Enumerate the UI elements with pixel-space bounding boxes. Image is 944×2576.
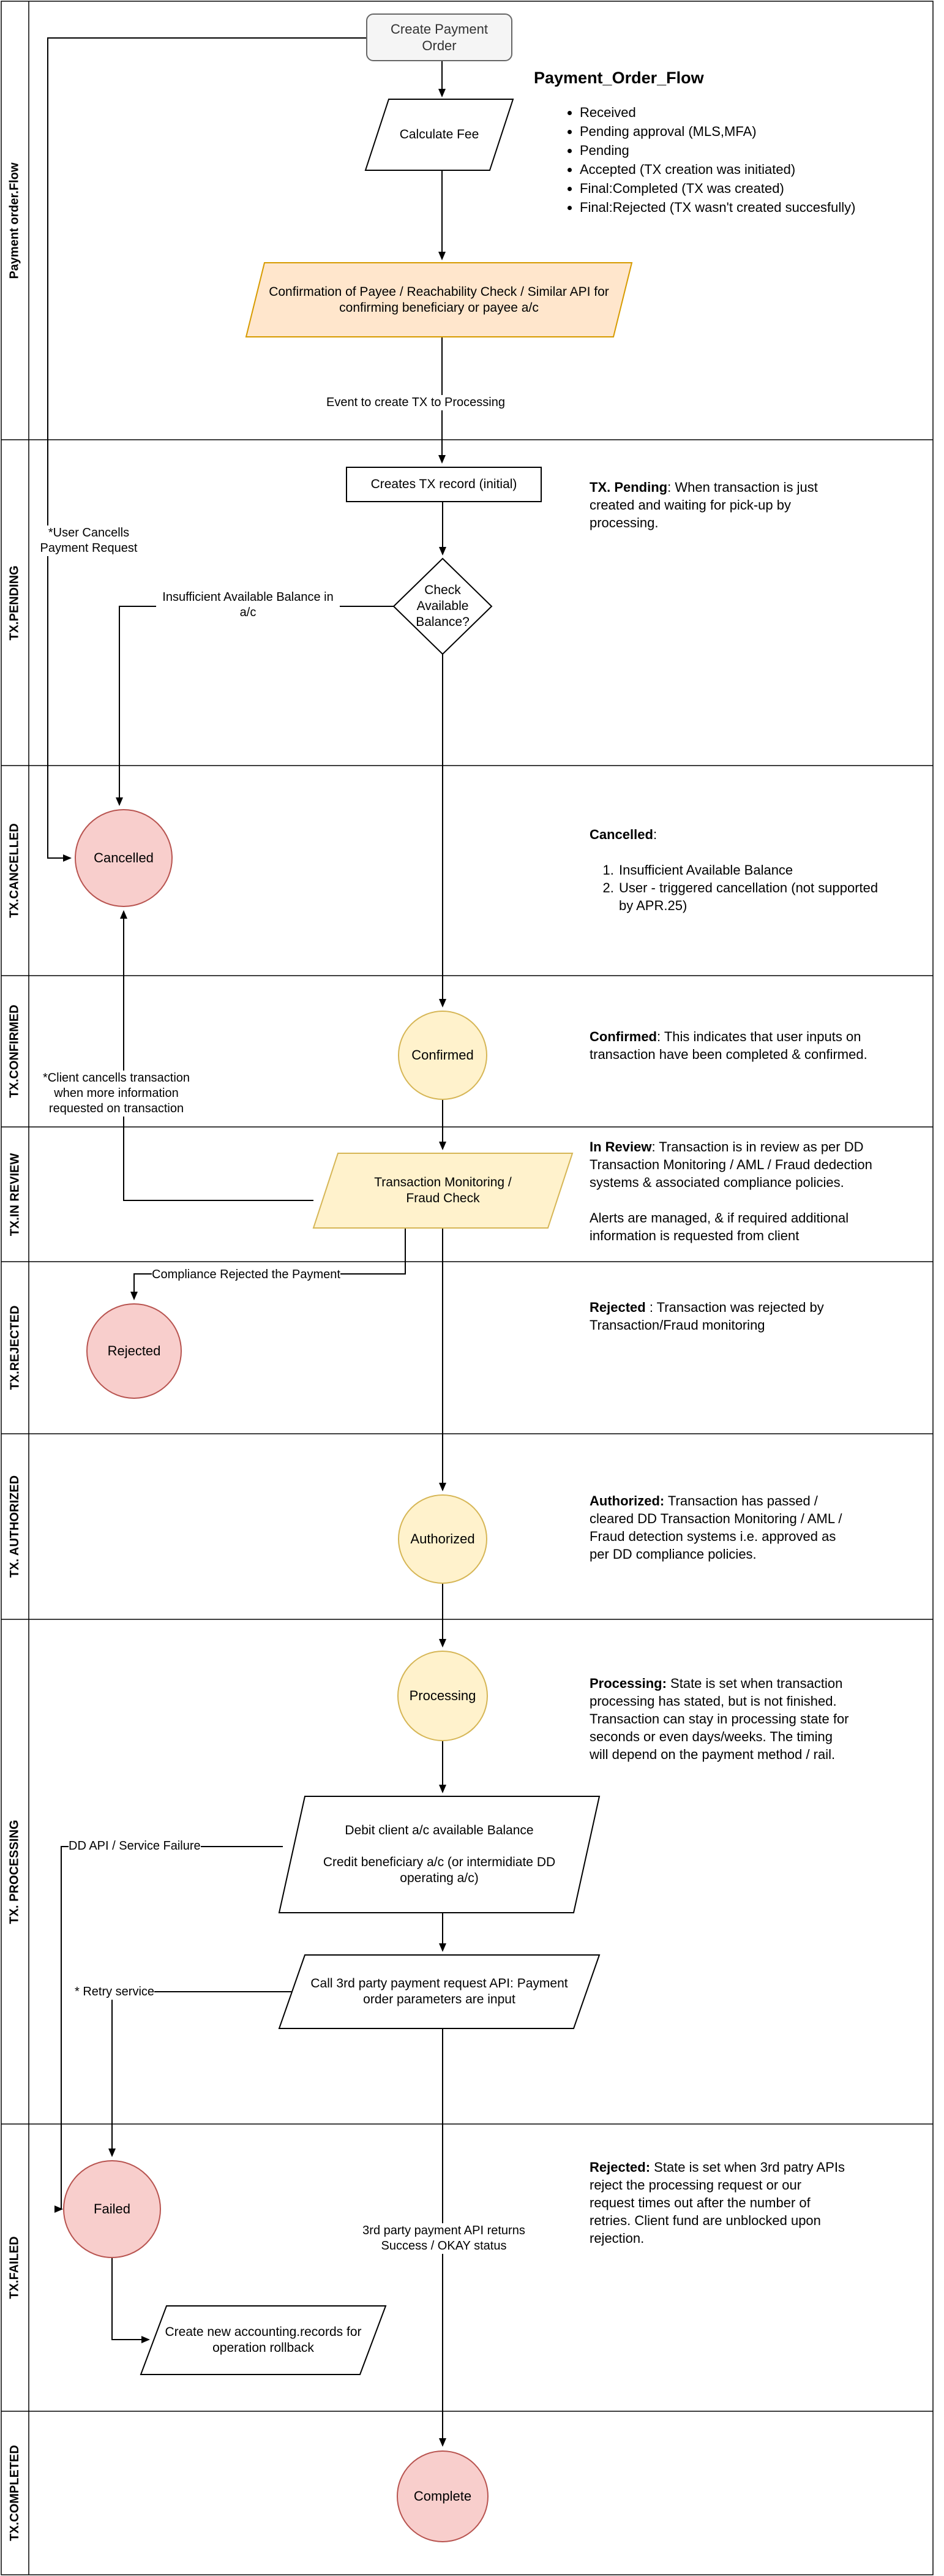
debit-credit-label: Debit client a/c available Balance Credi… [323,1823,556,1885]
cop-check-label: Confirmation of Payee / Reachability Che… [269,284,609,315]
flow-note-item: Final:Rejected (TX wasn't created succes… [580,198,944,217]
tx-monitoring-label: Transaction Monitoring / Fraud Check [374,1175,512,1205]
create-payment-order-node[interactable]: Create Payment Order [366,13,512,61]
flow-notes-list: Received Pending approval (MLS,MFA) Pend… [554,103,944,217]
edge-failed-to-rollback [111,2258,150,2343]
note-tx-pending: TX. Pending: When transaction is just cr… [590,480,818,530]
lane-tx-rejected[interactable]: TX.REJECTED [8,1305,21,1390]
edge-clientcancel-to-cancelled [120,910,313,1201]
note-rejected: Rejected : Transaction was rejected by T… [590,1300,824,1333]
rejected-state-node[interactable]: Rejected [86,1303,182,1399]
cop-check-shape[interactable] [245,262,633,337]
lane-tx-pending[interactable]: TX.PENDING [8,565,21,641]
lane-tx-in-review[interactable]: TX.IN REVIEW [8,1153,22,1236]
call-api-shape[interactable] [278,1954,601,2029]
authorized-state-node[interactable]: Authorized [398,1494,487,1584]
edge-label-client-cancels: *Client cancells transaction when more i… [34,1071,199,1117]
confirmed-state-node[interactable]: Confirmed [398,1011,487,1100]
tx-monitoring-shape[interactable] [312,1153,574,1229]
lane-tx-confirmed[interactable]: TX.CONFIRMED [8,1004,21,1098]
flow-note-item: Received [580,103,944,122]
note-cancelled: Cancelled: Insufficient Available Balanc… [590,826,878,914]
note-failed-rejected: Rejected: State is set when 3rd patry AP… [590,2160,845,2246]
lane-tx-processing[interactable]: TX. PROCESSING [8,1819,21,1924]
edge-usercancel-to-cancelled [47,37,366,862]
creates-tx-record-node[interactable]: Creates TX record (initial) [346,467,542,502]
note-in-review: In Review: Transaction is in review as p… [590,1139,872,1243]
debit-credit-shape[interactable] [278,1796,601,1913]
edge-compliance-to-rejected [130,1228,406,1300]
note-processing: Processing: State is set when transactio… [590,1676,849,1762]
edge-label-compliance-rejected: Compliance Rejected the Payment [152,1267,340,1282]
processing-state-node[interactable]: Processing [397,1651,488,1741]
lane-tx-completed[interactable]: TX.COMPLETED [8,2445,22,2541]
edge-label-insufficient-balance: Insufficient Available Balance in a/c [156,590,340,620]
flow-note-item: Accepted (TX creation was initiated) [580,160,944,179]
edge-label-api-returns: 3rd party payment API returns Success / … [349,2223,539,2254]
call-api-label: Call 3rd party payment request API: Paym… [310,1976,568,2006]
note-confirmed: Confirmed: This indicates that user inpu… [590,1029,867,1062]
lane-tx-cancelled[interactable]: TX.CANCELLED [8,823,22,918]
check-balance-diamond[interactable] [392,557,493,655]
lane-tx-authorized[interactable]: TX. AUTHORIZED [8,1475,21,1578]
flow-note-item: Pending [580,141,944,160]
flow-note-item: Pending approval (MLS,MFA) [580,122,944,141]
cancelled-state-node[interactable]: Cancelled [75,809,173,907]
cancelled-reason-item: Insufficient Available Balance [618,861,878,879]
edge-ddapi-to-failed [54,1846,283,2213]
edge-label-retry-service: * Retry service [75,1984,155,2000]
calculate-fee-label: Calculate Fee [399,127,479,141]
cancelled-reason-item: User - triggered cancellation (not suppo… [618,879,878,914]
flow-notes-title: Payment_Order_Flow [534,69,704,87]
lane-payment-order-flow[interactable]: Payment order.Flow [8,162,21,279]
calculate-fee-shape[interactable] [364,99,514,171]
edge-label-event-create-tx: Event to create TX to Processing [324,395,508,410]
cancelled-reasons-list: Insufficient Available Balance User - tr… [590,861,878,914]
lane-tx-failed[interactable]: TX.FAILED [8,2236,22,2299]
rollback-label: Create new accounting.records for operat… [165,2325,362,2355]
note-authorized: Authorized: Transaction has passed / cle… [590,1493,842,1562]
failed-state-node[interactable]: Failed [63,2160,161,2258]
edge-label-dd-api-failure: DD API / Service Failure [69,1839,201,1854]
rollback-shape[interactable] [140,2305,387,2375]
flow-note-item: Final:Completed (TX was created) [580,179,944,198]
edge-insufficient-to-cancelled [116,606,394,806]
edge-label-user-cancels: *User Cancells Payment Request [37,525,141,556]
check-balance-label: Check Available Balance? [416,583,470,629]
edge-retry-to-failed [108,1991,291,2157]
complete-state-node[interactable]: Complete [397,2450,489,2542]
